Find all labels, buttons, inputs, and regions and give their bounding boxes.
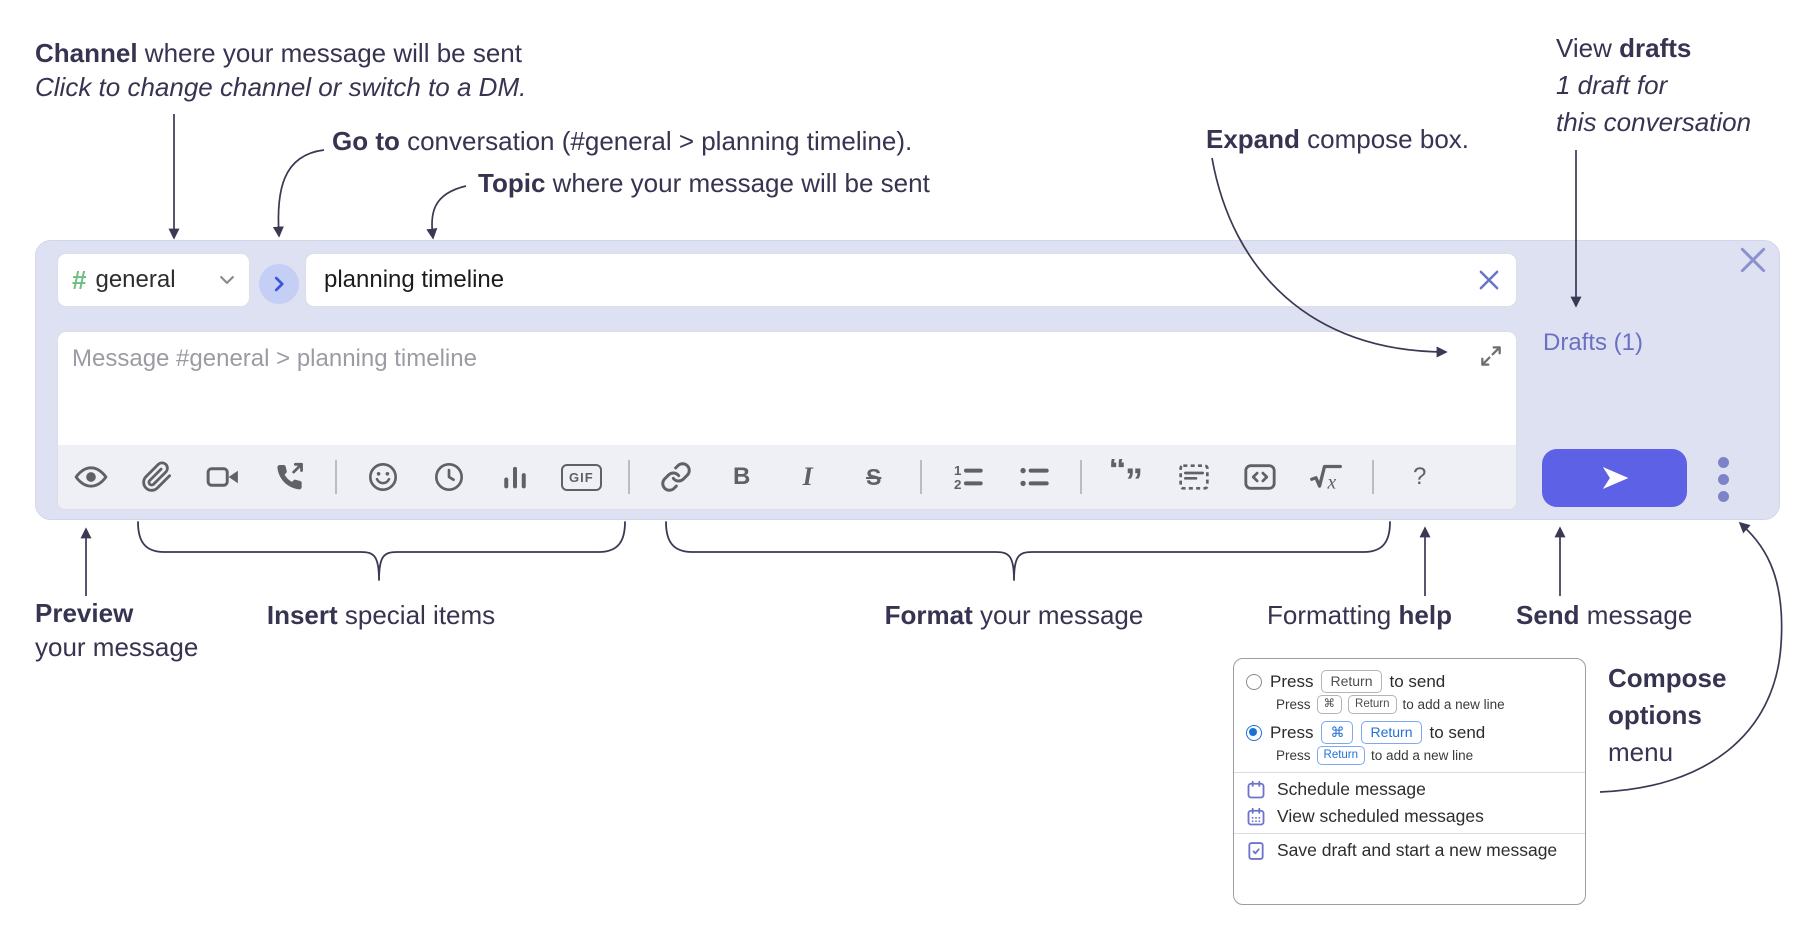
- cmd-enter-sends-option[interactable]: Press ⌘ Return to send: [1246, 721, 1571, 744]
- connector-goto: [272, 149, 325, 238]
- formatting-help-icon[interactable]: ?: [1412, 463, 1427, 490]
- svg-text:x: x: [1326, 472, 1336, 493]
- drafts-link[interactable]: Drafts (1): [1543, 329, 1644, 356]
- compose-box: # general: [35, 240, 1780, 520]
- calendar-icon: [1247, 780, 1265, 798]
- toolbar-divider: [1079, 460, 1082, 494]
- emoji-icon[interactable]: [363, 457, 403, 497]
- return-key: Return: [1316, 746, 1366, 765]
- expand-compose-icon[interactable]: [1478, 343, 1504, 369]
- expand-annotation: Expand compose box.: [1206, 124, 1470, 154]
- svg-text:1: 1: [954, 463, 962, 478]
- enter-sends-option[interactable]: Press Return to send: [1246, 670, 1571, 693]
- time-icon[interactable]: [429, 457, 469, 497]
- bulleted-list-icon[interactable]: [1014, 457, 1054, 497]
- radio-unselected[interactable]: [1246, 673, 1262, 690]
- video-call-icon[interactable]: [203, 457, 243, 497]
- preview-annotation: Preview your message: [35, 598, 199, 662]
- close-compose-icon[interactable]: [1738, 245, 1768, 275]
- cmd-key: ⌘: [1321, 721, 1354, 744]
- popup-divider: [1234, 833, 1585, 834]
- toolbar-divider: [919, 460, 922, 494]
- return-key: Return: [1321, 670, 1382, 693]
- toolbar-divider: [1371, 460, 1374, 494]
- goto-annotation: Go to conversation (#general > planning …: [332, 126, 913, 156]
- spoiler-icon[interactable]: [1174, 457, 1214, 497]
- italic-icon[interactable]: I: [802, 462, 813, 491]
- send-button[interactable]: [1542, 449, 1687, 507]
- gif-icon[interactable]: GIF: [561, 463, 602, 491]
- preview-icon[interactable]: [71, 457, 111, 497]
- svg-text:2: 2: [954, 477, 961, 492]
- view-scheduled-messages-item[interactable]: View scheduled messages: [1246, 806, 1571, 827]
- toolbar-divider: [335, 460, 337, 494]
- brace-format: [665, 521, 1391, 581]
- compose-options-menu-button[interactable]: [1718, 457, 1730, 502]
- hash-icon: #: [72, 264, 87, 295]
- chevron-down-icon: [220, 276, 234, 284]
- quote-icon[interactable]: “”: [1108, 457, 1148, 497]
- cmd-enter-sends-subtext: Press Return to add a new line: [1276, 746, 1474, 765]
- send-annotation: Send message: [1516, 600, 1693, 630]
- return-key: Return: [1361, 721, 1422, 744]
- topic-input-wrapper: [305, 253, 1517, 307]
- channel-annotation: Channel where your message will be sent …: [35, 38, 527, 102]
- view-drafts-annotation: View drafts 1 draft for this conversatio…: [1556, 33, 1752, 137]
- goto-conversation-button[interactable]: [259, 264, 299, 304]
- code-icon[interactable]: [1240, 457, 1280, 497]
- save-draft-item[interactable]: Save draft and start a new message: [1246, 840, 1571, 861]
- toolbar-divider: [627, 460, 630, 494]
- message-box: GIF B I S 12 “”: [57, 331, 1517, 510]
- poll-icon[interactable]: [495, 457, 535, 497]
- schedule-message-item[interactable]: Schedule message: [1246, 779, 1571, 800]
- enter-sends-subtext: Press ⌘ Return to add a new line: [1276, 695, 1505, 714]
- compose-options-popup: Press Return to send Press ⌘ Return to a…: [1233, 658, 1586, 905]
- channel-selector[interactable]: # general: [57, 253, 250, 307]
- bold-icon[interactable]: B: [733, 463, 751, 490]
- svg-text:“: “: [1110, 459, 1127, 490]
- formatting-help-annotation: Formatting help: [1267, 600, 1452, 630]
- brace-insert: [137, 521, 626, 581]
- radio-selected[interactable]: [1246, 724, 1262, 741]
- calendar-grid-icon: [1247, 807, 1265, 825]
- cmd-key: ⌘: [1316, 695, 1343, 714]
- math-icon[interactable]: x: [1306, 457, 1346, 497]
- topic-annotation: Topic where your message will be sent: [478, 168, 930, 198]
- compose-options-annotation: Compose options menu: [1608, 663, 1727, 767]
- svg-text:”: ”: [1125, 461, 1143, 496]
- send-icon: [1602, 466, 1628, 490]
- channel-name: general: [95, 266, 176, 293]
- topic-input[interactable]: [322, 265, 1476, 295]
- popup-divider: [1234, 772, 1585, 773]
- attach-file-icon[interactable]: [137, 457, 177, 497]
- chevron-right-icon: [274, 276, 284, 292]
- clear-topic-icon[interactable]: [1476, 267, 1502, 293]
- insert-annotation: Insert special items: [266, 600, 496, 630]
- save-draft-icon: [1248, 841, 1264, 860]
- connector-topic: [426, 185, 467, 240]
- format-annotation: Format your message: [884, 600, 1144, 630]
- strikethrough-icon[interactable]: S: [866, 463, 882, 490]
- link-icon[interactable]: [656, 457, 696, 497]
- message-input[interactable]: [58, 332, 1516, 444]
- voice-call-icon[interactable]: [269, 457, 309, 497]
- return-key: Return: [1348, 695, 1397, 714]
